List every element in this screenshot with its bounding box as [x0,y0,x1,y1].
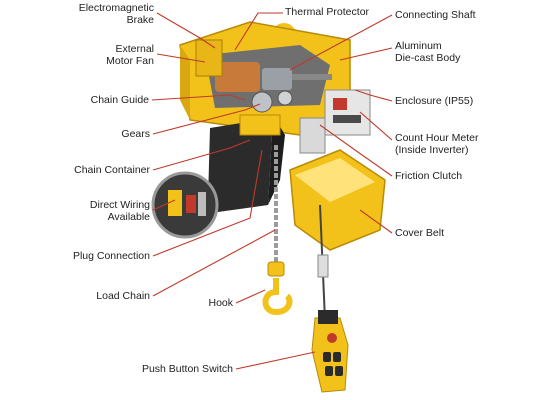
leader-plug-connection [152,149,263,257]
leader-count-hour-meter [359,111,393,141]
label-gears: Gears [121,128,150,140]
hoist-body [179,21,371,154]
label-connecting-shaft: Connecting Shaft [395,9,476,21]
label-hook: Hook [208,297,233,309]
label-thermal-protector: Thermal Protector [285,6,370,18]
leader-cover-belt [359,209,393,234]
push-button-pendant [311,310,349,393]
enclosure-box [324,89,371,136]
label-external-motor-fan: External Motor Fan [106,43,154,67]
leader-chain-guide [151,94,246,101]
label-cover-belt: Cover Belt [395,227,445,239]
leader-electromagnetic-brake [156,12,216,49]
leader-direct-wiring [152,199,176,211]
lower-hook-shape [262,261,293,316]
wiring-detail-inset [151,171,219,239]
cover-belt-box [289,149,386,251]
label-count-hour-meter: Count Hour Meter (Inside Inverter) [395,132,479,156]
leader-lines [151,12,393,370]
label-direct-wiring: Direct Wiring Available [89,199,150,223]
label-chain-container: Chain Container [74,164,150,176]
motor-winding [215,62,260,92]
leader-gears [152,103,261,135]
gear-shape [251,91,273,113]
label-electromagnetic-brake: Electromagnetic Brake [78,2,154,26]
leader-chain-container [152,139,251,171]
label-plug-connection: Plug Connection [72,250,150,262]
label-aluminum-body: Aluminum Die-cast Body [395,40,461,64]
chain-container-shape [208,114,285,212]
label-push-button-switch: Push Button Switch [141,363,233,375]
leader-load-chain [152,229,276,297]
leader-friction-clutch [319,124,393,177]
label-load-chain: Load Chain [96,290,150,302]
label-friction-clutch: Friction Clutch [395,170,463,182]
leader-thermal-protector [234,12,283,51]
leader-enclosure [354,89,393,102]
label-chain-guide: Chain Guide [90,94,149,106]
leader-aluminum-body [339,47,393,61]
leader-hook [235,289,266,304]
leader-external-motor-fan [156,53,206,63]
leader-connecting-shaft [289,14,393,71]
leader-push-button-switch [235,351,316,370]
label-enclosure: Enclosure (IP55) [395,95,474,107]
